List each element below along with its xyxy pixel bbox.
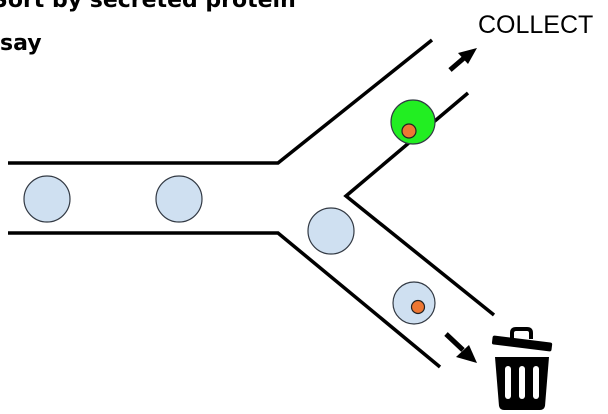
- cells: [23, 99, 436, 325]
- trash-can-icon: [491, 327, 553, 410]
- collect-label: COLLECT: [478, 11, 593, 39]
- collect-arrow-icon: [448, 48, 477, 72]
- waste-cell-nucleus: [410, 299, 426, 315]
- cell: [155, 175, 203, 223]
- diagram-title-line1: Sort by secreted protein: [0, 0, 296, 13]
- channel-outer-top-wall: [8, 38, 434, 165]
- waste-arrow-icon: [444, 332, 477, 363]
- cell: [23, 175, 71, 223]
- cell-at-junction: [307, 207, 355, 255]
- channel-outer-bottom-wall: [8, 231, 442, 369]
- collected-cell-nucleus: [401, 123, 417, 139]
- diagram-title-line2: say: [0, 31, 42, 56]
